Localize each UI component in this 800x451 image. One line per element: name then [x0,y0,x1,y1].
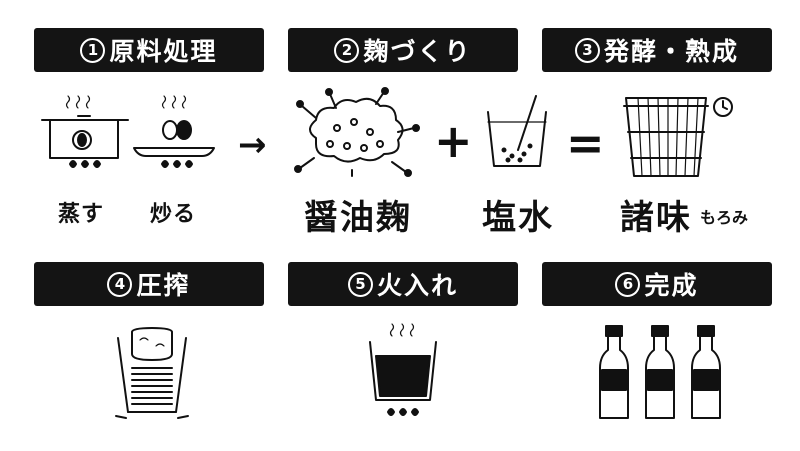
step-2-title: 麹づくり [363,37,472,66]
heating-pot-icon [369,323,437,416]
steam-pot-icon [41,95,129,168]
soy-sauce-bottles-icon [599,325,721,419]
arrow-operator: → [238,125,267,165]
step-5-header: 5 火入れ [288,262,518,306]
step-4-title: 圧搾 [136,271,191,300]
label-moromi: 諸味 [620,198,692,238]
step-2-header: 2 麹づくり [288,28,518,72]
label-moromi-reading: もろみ [700,208,749,227]
press-icon [115,327,189,419]
label-roast: 炒る [150,202,197,227]
step-6-number: 6 [615,271,641,297]
step-6-header: 6 完成 [542,262,772,306]
plus-operator: + [434,114,473,168]
equals-operator: = [566,116,605,170]
step-5-number: 5 [347,271,373,297]
wooden-barrel-icon [623,97,709,177]
step-4-header: 4 圧搾 [34,262,264,306]
label-koji: 醤油麹 [304,198,412,238]
label-steam: 蒸す [58,202,105,227]
roasting-pan-icon [133,95,215,168]
step-3-header: 3 発酵・熟成 [542,28,772,72]
step-2-number: 2 [334,37,360,63]
step-3-number: 3 [574,37,600,63]
brine-glass-icon [487,95,547,167]
step-4-number: 4 [107,271,133,297]
step-5-title: 火入れ [376,271,458,300]
step-1-number: 1 [80,37,106,63]
label-brine: 塩水 [482,198,554,238]
step-1-title: 原料処理 [109,37,218,66]
koji-mold-icon [294,87,420,177]
step-6-title: 完成 [644,271,699,300]
clock-icon [713,97,733,117]
step-3-title: 発酵・熟成 [603,37,739,66]
step-1-header: 1 原料処理 [34,28,264,72]
